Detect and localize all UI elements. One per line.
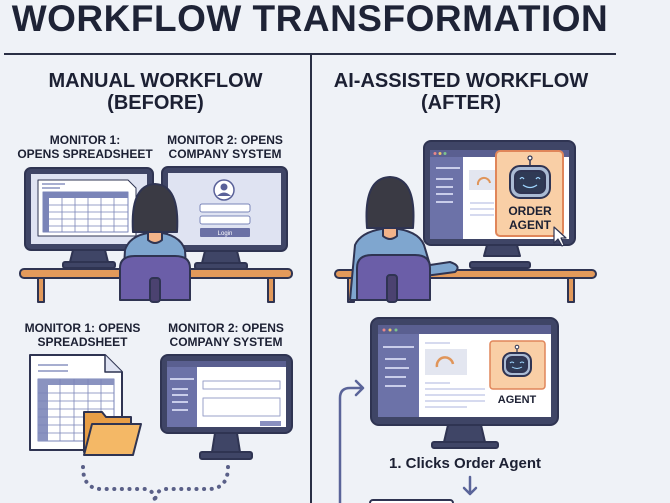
manual-scene2-monitor1-label: MONITOR 1: OPENS SPREADSHEET [10,321,155,349]
column-divider [310,54,312,503]
label-line: MONITOR 2: OPENS [167,133,283,147]
folder-icon [83,411,142,456]
label-line: MONITOR 2: OPENS [168,321,284,335]
manual-monitor-1 [24,167,154,269]
ai-person [349,176,459,303]
label-line: SPREADSHEET [37,335,128,349]
robot-icon [502,344,532,377]
robot-icon [509,155,551,199]
mouse-cursor-icon [553,226,567,247]
ai-heading-line1: AI-ASSISTED WORKFLOW [333,70,589,92]
label-line: COMPANY SYSTEM [168,147,282,161]
ai-heading: AI-ASSISTED WORKFLOW (AFTER) [311,70,611,114]
order-agent-card[interactable]: ORDER AGENT [495,150,564,237]
password-field[interactable] [199,215,251,225]
company-system-monitor [160,354,293,460]
login-button-label: Login [218,231,233,237]
manual-heading: MANUAL WORKFLOW (BEFORE) [0,70,311,114]
page-title: WORKFLOW TRANSFORMATION [11,0,609,39]
agent-card-line2: AGENT [509,218,552,232]
manual-monitor1-label: MONITOR 1: OPENS SPREADSHEET [10,133,160,161]
gauge-icon [476,176,491,186]
ai-heading-line2: (AFTER) [421,92,501,114]
manual-scene2-monitor2-label: MONITOR 2: OPENS COMPANY SYSTEM [155,321,297,349]
manual-heading-line2: (BEFORE) [107,92,204,114]
spreadsheet-icon [37,179,137,237]
label-line: MONITOR 1: OPENS [24,321,141,335]
label-line: OPENS SPREADSHEET [17,147,153,161]
agent-card-label: AGENT [498,394,537,406]
manual-monitor2-label: MONITOR 2: OPENS COMPANY SYSTEM [155,133,295,161]
label-line: COMPANY SYSTEM [169,335,283,349]
next-step-box [369,499,454,503]
user-avatar-icon [213,179,235,201]
step-1-label: 1. Clicks Order Agent [389,455,541,472]
dotted-flow-path [81,465,230,503]
username-field[interactable] [199,203,251,213]
manual-heading-line1: MANUAL WORKFLOW [48,70,263,92]
manual-monitor-2: Login [161,166,288,270]
arrow-down-icon [462,475,478,496]
agent-card[interactable]: AGENT [489,340,546,406]
arrow-up-right-icon [338,379,365,503]
gauge-icon [435,356,455,368]
login-button[interactable] [200,228,250,237]
agent-card-line1: ORDER [508,204,552,218]
label-line: MONITOR 1: [49,133,121,147]
manual-person [119,183,191,303]
